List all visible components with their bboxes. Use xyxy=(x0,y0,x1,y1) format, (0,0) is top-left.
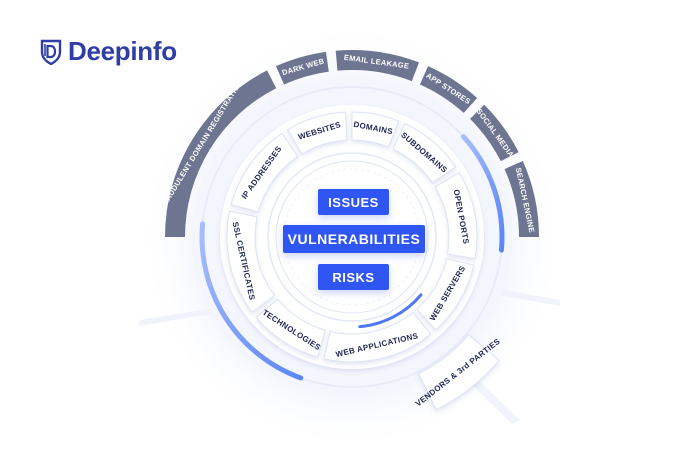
core-issues: ISSUES xyxy=(318,189,389,215)
inner-tab xyxy=(434,171,478,260)
inner-tab xyxy=(286,111,348,155)
blue-accent-arc xyxy=(460,134,505,253)
outer-tab xyxy=(504,160,539,237)
core-ring xyxy=(275,160,429,314)
core-risks: RISKS xyxy=(318,264,389,290)
brand-name: Deepinfo xyxy=(68,36,177,66)
inner-tab xyxy=(351,111,400,148)
inner-tab xyxy=(323,311,432,363)
outer-tab xyxy=(165,70,277,238)
outer-tab xyxy=(470,104,519,162)
vendors-tab xyxy=(417,333,500,411)
inner-tab xyxy=(226,210,276,313)
blue-accent-arc xyxy=(199,221,304,381)
outer-tab xyxy=(419,66,478,113)
inner-tab xyxy=(392,123,457,184)
outer-tab xyxy=(335,50,420,82)
shield-d-icon xyxy=(40,39,62,65)
inner-tab xyxy=(416,258,475,331)
outer-tab xyxy=(275,51,329,85)
brand-logo: Deepinfo xyxy=(40,36,177,67)
inner-blue-arc xyxy=(358,293,423,329)
core-vulnerabilities: VULNERABILITIES xyxy=(283,225,425,253)
inner-tab xyxy=(230,132,299,213)
inner-tab xyxy=(255,298,326,358)
